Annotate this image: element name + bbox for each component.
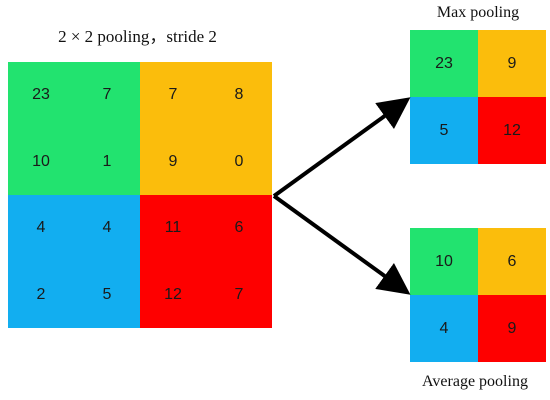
max-pooling-label: Max pooling [436, 4, 520, 21]
input-cell: 5 [74, 261, 140, 328]
max-pooling-matrix: 23 9 5 12 [410, 30, 546, 164]
diagram-title: 2 × 2 pooling，stride 2 [58, 27, 217, 46]
max-pooling-cell: 5 [410, 97, 478, 164]
average-pooling-cell: 10 [410, 228, 478, 295]
max-pooling-cell: 9 [478, 30, 546, 97]
input-cell: 2 [8, 261, 74, 328]
input-cell: 11 [140, 195, 206, 262]
input-cell: 8 [206, 62, 272, 129]
average-pooling-cell: 9 [478, 295, 546, 362]
input-cell: 23 [8, 62, 74, 129]
input-cell: 7 [74, 62, 140, 129]
input-cell: 1 [74, 128, 140, 195]
arrow-to-max-pooling [272, 97, 411, 198]
average-pooling-matrix: 10 6 4 9 [410, 228, 546, 362]
input-cell: 10 [8, 128, 74, 195]
input-cell: 7 [206, 261, 272, 328]
average-pooling-label: Average pooling [422, 373, 528, 390]
input-cell: 0 [206, 128, 272, 195]
input-cell: 6 [206, 195, 272, 262]
max-pooling-cell: 23 [410, 30, 478, 97]
input-matrix: 23 7 7 8 10 1 9 0 4 4 11 6 2 5 12 7 [8, 62, 272, 328]
input-cell: 7 [140, 62, 206, 129]
input-cell: 4 [8, 195, 74, 262]
input-cell: 12 [140, 261, 206, 328]
input-cell: 9 [140, 128, 206, 195]
average-pooling-cell: 6 [478, 228, 546, 295]
average-pooling-cell: 4 [410, 295, 478, 362]
arrow-to-average-pooling [272, 194, 411, 295]
input-cell: 4 [74, 195, 140, 262]
max-pooling-cell: 12 [478, 97, 546, 164]
